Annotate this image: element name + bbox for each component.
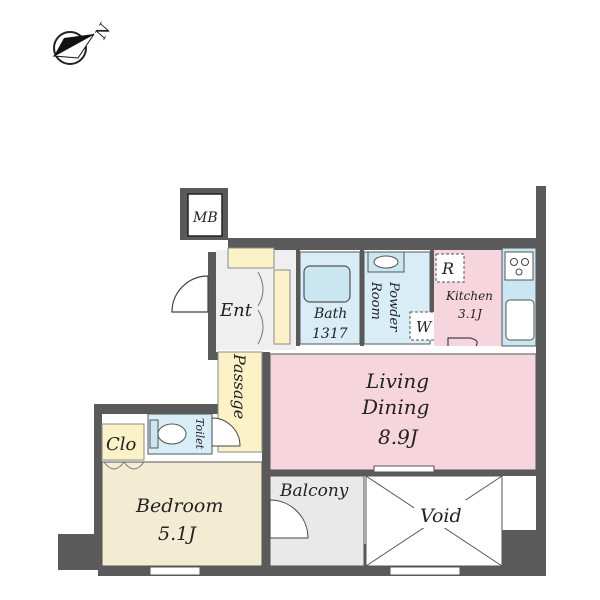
living-dining-room [269,353,537,471]
sink-icon [373,255,399,269]
mb-box [187,193,223,237]
kitchen-sink-icon [505,299,535,341]
powder-room-label: Room [368,281,383,320]
washer-space [409,311,439,341]
shoe-closet [273,269,291,345]
void-label: Void [420,505,462,527]
balcony-label: Balcony [279,481,349,501]
balcony-door-swing [269,499,309,539]
compass-icon [52,31,95,65]
bedroom-room [101,461,263,567]
bedroom-label: Bedroom [135,495,223,517]
toilet-bowl-icon [157,423,187,445]
kitchen-size-label: 3.1J [458,307,483,321]
entry-door-swing [171,275,209,313]
bedroom-door-swing [103,461,145,470]
closet-area [101,423,145,461]
ent-label: Ent [219,300,253,321]
toilet-label: Toilet [193,418,206,450]
exterior-walls [58,186,546,576]
living-size-label: 8.9J [378,425,419,449]
compass-north-label: N [91,20,115,43]
powder-label: Powder [386,281,401,332]
toilet-tank-icon [149,419,159,449]
bathtub-icon [303,265,351,303]
windows [149,465,461,576]
toilet-door-swing [211,417,241,447]
entry-storage [227,247,275,269]
mb-label: MB [192,210,218,226]
bath-size-label: 1317 [312,326,348,342]
clo-label: Clo [106,434,137,455]
living-label: Living [365,369,429,393]
bedroom-size-label: 5.1J [158,523,197,545]
kitchen-partition [447,337,478,347]
stove-icon [504,251,534,281]
refrigerator-label: R [441,259,454,278]
refrigerator-space [435,253,465,283]
washer-label: W [416,318,433,336]
closet-door-swing [257,271,264,345]
passage-label: Passage [230,353,249,419]
dining-label: Dining [361,395,429,419]
bath-label: Bath [313,306,347,322]
kitchen-label: Kitchen [445,289,493,303]
